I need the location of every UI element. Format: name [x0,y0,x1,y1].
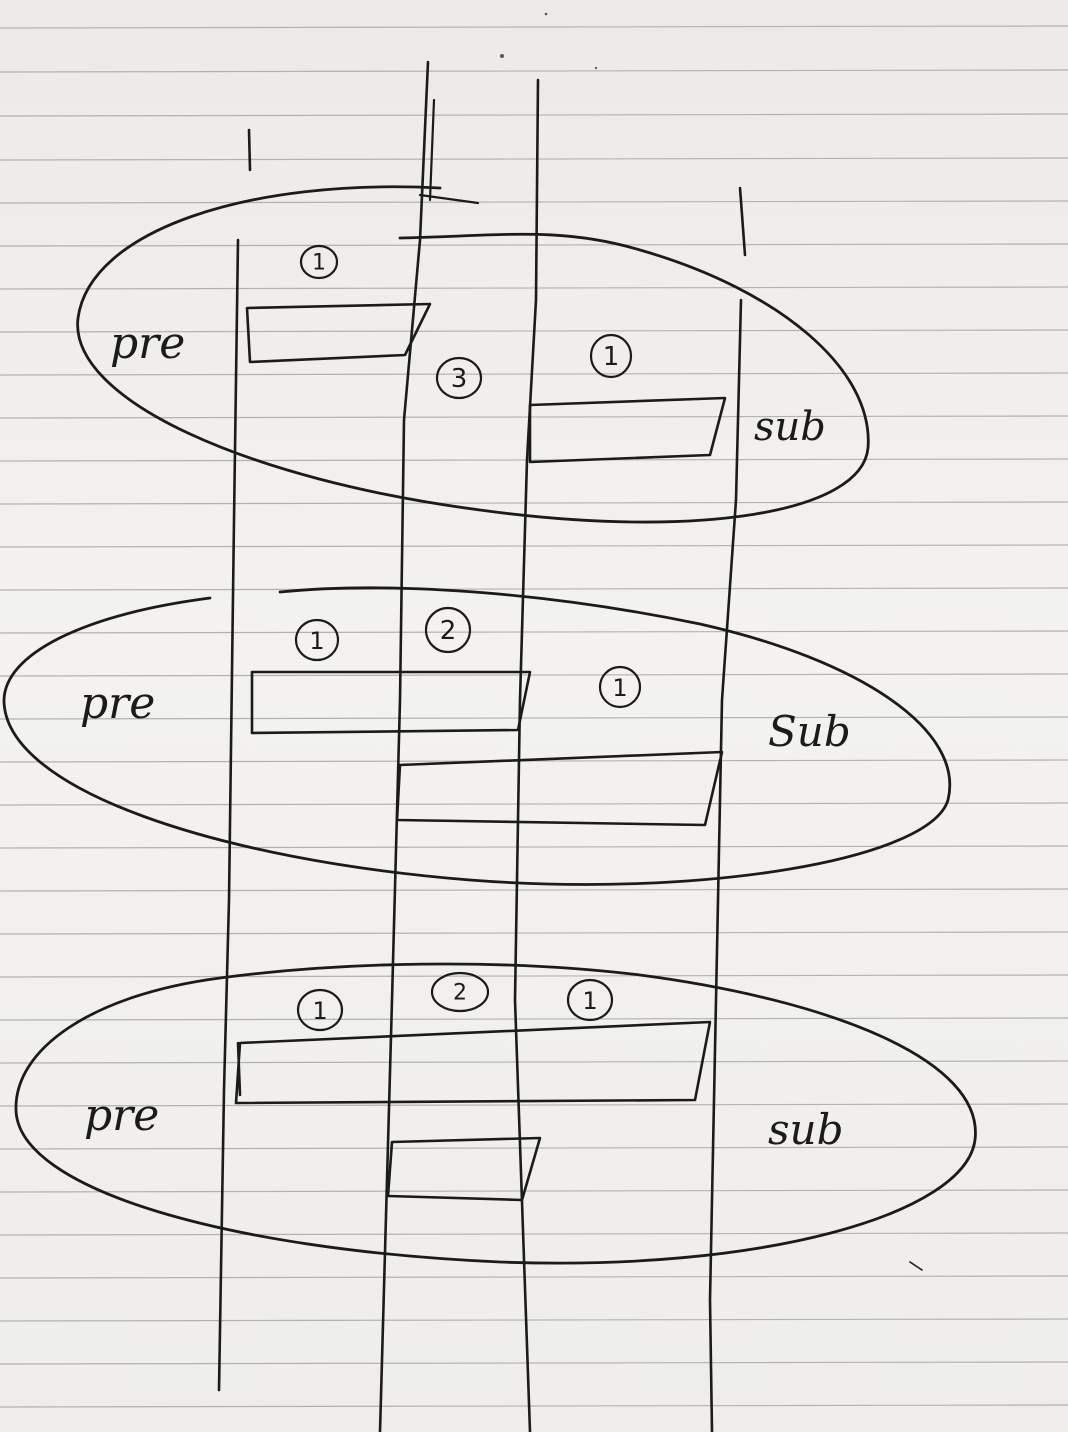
vertical-line-4 [708,186,747,1432]
vertical-line-3 [513,78,540,1432]
scenario-bottom-ellipse [14,962,977,1265]
scenario-top-marker-3: 1 [589,333,633,379]
scenario-bottom-sub-bar [386,1136,542,1202]
scenario-middle-sub-bar [395,750,724,827]
scenario-middle-marker-3: 1 [598,665,642,709]
svg-text:1: 1 [582,987,597,1015]
svg-text:3: 3 [451,364,468,394]
ruled-lines [0,25,1068,1408]
scenario-top-marker-1: 1 [299,244,339,280]
scenario-bottom-pre-label: pre [84,1090,159,1141]
svg-text:1: 1 [312,251,326,276]
svg-text:1: 1 [309,627,324,655]
scenario-middle-marker-1: 1 [294,618,340,662]
scenario-bottom-marker-2: 2 [430,971,490,1013]
svg-text:1: 1 [603,342,620,372]
svg-text:1: 1 [612,674,627,702]
scenario-bottom-sub-label: sub [768,1105,844,1154]
vertical-line-1 [217,128,252,1392]
scenario-middle-pre-bar [250,670,532,735]
scenario-middle-marker-2: 2 [424,606,472,654]
scenario-top-marker-2: 3 [435,356,483,400]
svg-text:1: 1 [312,997,327,1025]
scenario-bottom-marker-1: 1 [296,988,344,1032]
scenario-middle-pre-label: pre [80,678,155,729]
svg-text:2: 2 [440,616,457,646]
vertical-line-2a [378,60,430,1432]
svg-text:2: 2 [453,981,467,1006]
scenario-top: pre sub 1 3 1 [76,185,870,524]
scenario-top-ellipse [76,185,870,524]
scenario-middle-ellipse [2,586,952,886]
scenario-bottom-marker-3: 1 [566,978,614,1022]
vertical-line-2b [418,98,480,205]
scenario-middle: pre Sub 1 2 1 [2,586,952,886]
vertical-lines [217,60,747,1432]
scenario-top-sub-bar [528,396,727,464]
scenario-top-pre-bar [245,302,432,364]
scenario-bottom: pre sub 1 2 1 [14,962,977,1265]
scenario-middle-sub-label: Sub [768,707,851,756]
scenario-bottom-pre-bar [234,1020,712,1105]
paper-specks [500,12,923,1271]
scenario-top-sub-label: sub [754,404,826,450]
scenario-top-pre-label: pre [110,318,185,369]
